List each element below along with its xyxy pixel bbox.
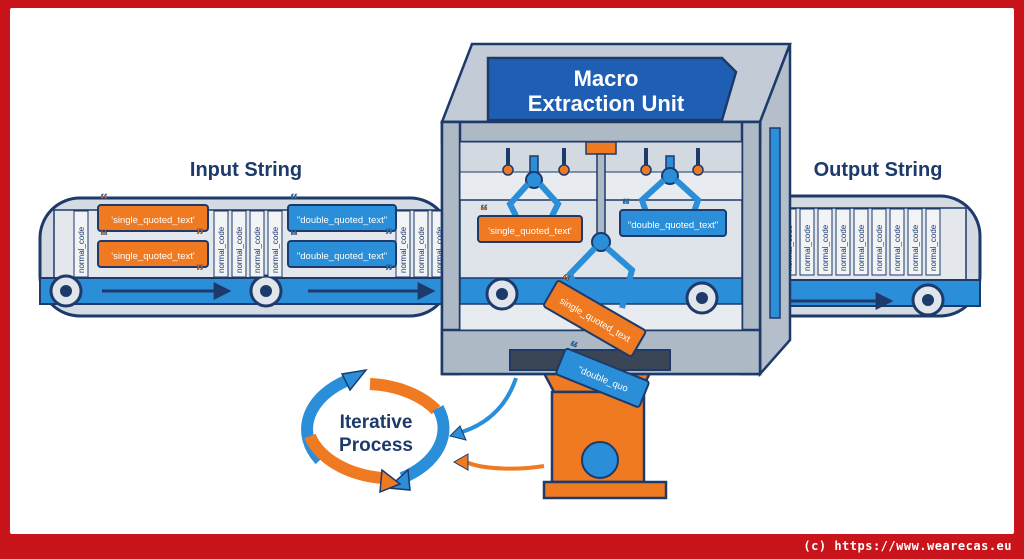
svg-text:”: ”	[385, 227, 393, 244]
svg-text:“: “	[100, 228, 108, 245]
svg-text:”: ”	[196, 227, 204, 244]
single-quoted-token: “ 'single_quoted_text'	[477, 203, 583, 243]
iterative-label-line1: Iterative	[340, 412, 413, 433]
extraction-diagram: normal_code normal_code normal_code norm…	[38, 42, 982, 500]
svg-text:”: ”	[385, 263, 393, 280]
svg-text:“: “	[290, 192, 298, 209]
svg-text:"double_quoted_text": "double_quoted_text"	[628, 220, 718, 231]
normal-code-token: normal_code	[417, 226, 426, 273]
svg-text:'single_quoted_text': 'single_quoted_text'	[111, 251, 195, 262]
normal-token-group-left: normal_code normal_code normal_code norm…	[73, 210, 447, 278]
belt-roller	[249, 274, 283, 308]
normal-code-token: normal_code	[435, 226, 444, 273]
svg-text:'single_quoted_text': 'single_quoted_text'	[488, 226, 572, 237]
iterative-label-line2: Process	[339, 435, 413, 456]
normal-code-token: normal_code	[893, 224, 902, 271]
unit-title-line2: Extraction Unit	[528, 91, 685, 116]
normal-code-token: normal_code	[839, 224, 848, 271]
output-string-label: Output String	[814, 159, 943, 181]
svg-text:“: “	[480, 203, 488, 220]
robotic-claw-left	[506, 155, 562, 218]
normal-code-token: normal_code	[399, 226, 408, 273]
normal-code-token: normal_code	[803, 224, 812, 271]
svg-text:“: “	[100, 192, 108, 209]
return-arrow-blue	[461, 377, 518, 434]
falling-double-token: “ "double_quo	[555, 338, 650, 408]
svg-text:“: “	[622, 197, 630, 214]
svg-text:“: “	[290, 228, 298, 245]
footer-bar: (c) https://www.wearecas.eu	[0, 534, 1024, 559]
normal-code-token: normal_code	[235, 226, 244, 273]
diagram-frame: normal_code normal_code normal_code norm…	[10, 8, 1014, 534]
normal-code-token: normal_code	[875, 224, 884, 271]
belt-roller	[49, 274, 83, 308]
normal-code-token: normal_code	[271, 226, 280, 273]
input-string-label: Input String	[190, 159, 302, 181]
extraction-unit: Macro Extraction Unit	[440, 42, 792, 408]
normal-code-token: normal_code	[929, 224, 938, 271]
normal-code-token: normal_code	[217, 226, 226, 273]
normal-code-token: normal_code	[253, 226, 262, 273]
svg-text:"double_quoted_text": "double_quoted_text"	[297, 215, 387, 226]
return-arrow-orange	[465, 460, 545, 471]
svg-text:'single_quoted_text': 'single_quoted_text'	[111, 215, 195, 226]
single-quoted-token: “ 'single_quoted_text' ”	[97, 192, 209, 244]
robotic-claw-center	[566, 232, 636, 309]
double-quoted-token: “ "double_quoted_text"	[619, 197, 727, 237]
hopper-porthole	[581, 441, 619, 479]
normal-code-token: normal_code	[77, 226, 86, 273]
single-quoted-token: “ 'single_quoted_text' ”	[97, 228, 209, 280]
belt-roller	[911, 283, 945, 317]
normal-code-token: normal_code	[821, 224, 830, 271]
normal-code-token: normal_code	[857, 224, 866, 271]
copyright-text: (c) https://www.wearecas.eu	[803, 539, 1012, 553]
robotic-claw-right	[638, 155, 702, 213]
belt-roller	[485, 277, 519, 311]
indicator-lights	[502, 148, 704, 176]
double-quoted-token: “ "double_quoted_text" ”	[287, 192, 397, 244]
belt-roller	[685, 281, 719, 315]
double-quoted-token: “ "double_quoted_text" ”	[287, 228, 397, 280]
normal-code-token: normal_code	[911, 224, 920, 271]
unit-title-line1: Macro	[574, 66, 639, 91]
iterative-cycle: Iterative Process	[301, 368, 450, 494]
svg-text:”: ”	[196, 263, 204, 280]
svg-text:"double_quoted_text": "double_quoted_text"	[297, 251, 387, 262]
